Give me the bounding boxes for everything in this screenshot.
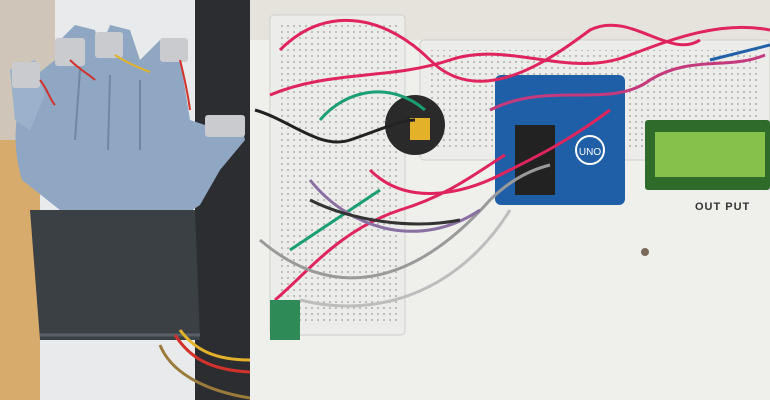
output-label: OUT PUT xyxy=(695,201,750,213)
sensor-wire xyxy=(179,59,191,111)
arduino-logo-ring xyxy=(575,135,605,165)
sensor-wire xyxy=(114,54,151,73)
sensor-pad xyxy=(160,38,188,62)
wire-black xyxy=(309,198,461,226)
mounting-screw xyxy=(641,248,649,256)
trailing-cable xyxy=(158,344,250,400)
wire-red xyxy=(274,153,506,302)
glove-photo xyxy=(0,0,250,400)
wire-red xyxy=(269,25,770,97)
sensor-pad xyxy=(55,38,85,66)
wire-green xyxy=(289,188,381,252)
rf-module xyxy=(270,300,300,340)
sensor-pad xyxy=(95,32,123,58)
sensor-wire xyxy=(69,59,96,81)
wire-blue xyxy=(709,43,770,62)
sensor-pad xyxy=(205,115,245,137)
lcd-screen xyxy=(655,132,765,177)
wire-red xyxy=(368,108,611,195)
sensor-pad xyxy=(12,62,40,88)
wire-gray xyxy=(259,163,551,280)
finger-seams xyxy=(74,69,141,151)
wire-red xyxy=(278,18,701,83)
wire-green xyxy=(318,90,426,121)
sensor-wire xyxy=(39,79,56,106)
wire-pink xyxy=(489,53,766,112)
circuit-photo: UNO OUT PUT xyxy=(250,0,770,400)
glove-cuff xyxy=(30,210,200,340)
circuit-illustration: UNO OUT PUT xyxy=(250,0,770,400)
board-logo-text: UNO xyxy=(579,147,601,158)
microcontroller-chip xyxy=(515,125,555,195)
wire-gray xyxy=(299,209,512,308)
glove-body xyxy=(15,25,245,215)
trailing-cable xyxy=(173,334,250,374)
dark-background xyxy=(195,0,250,400)
buzzer-sticker xyxy=(410,118,430,140)
wire-black xyxy=(254,108,416,144)
trailing-cable xyxy=(178,329,250,362)
glove-illustration xyxy=(0,0,250,400)
